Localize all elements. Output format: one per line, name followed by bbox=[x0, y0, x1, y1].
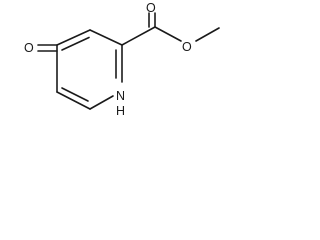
ring-nitrogen-label: N bbox=[116, 89, 125, 103]
bond-c4-c3 bbox=[56, 29, 91, 46]
chemical-structure: O O O N H bbox=[24, 1, 220, 118]
bond-n1-c6 bbox=[89, 95, 114, 110]
bond-c2-ccarbonyl bbox=[121, 26, 156, 46]
bond-c6-c5-double bbox=[61, 87, 89, 102]
ester-oxygen-label: O bbox=[182, 40, 192, 54]
ketone-oxygen-label: O bbox=[24, 41, 34, 55]
ring-hydrogen-label: H bbox=[116, 104, 125, 118]
ketone-group bbox=[37, 44, 58, 52]
ester-group bbox=[121, 12, 220, 46]
bond-c4-c3-double bbox=[61, 36, 90, 51]
pyridinone-ring bbox=[56, 29, 123, 110]
bond-c3-c2 bbox=[89, 29, 123, 46]
bond-c6-c5 bbox=[56, 91, 91, 110]
structure-canvas: O O O N H bbox=[0, 0, 220, 134]
bond-oester-methyl bbox=[195, 27, 220, 42]
bond-ccarbonyl-oester bbox=[154, 26, 182, 42]
carbonyl-oxygen-label: O bbox=[146, 1, 156, 15]
atom-labels: O O O N H bbox=[24, 1, 192, 118]
